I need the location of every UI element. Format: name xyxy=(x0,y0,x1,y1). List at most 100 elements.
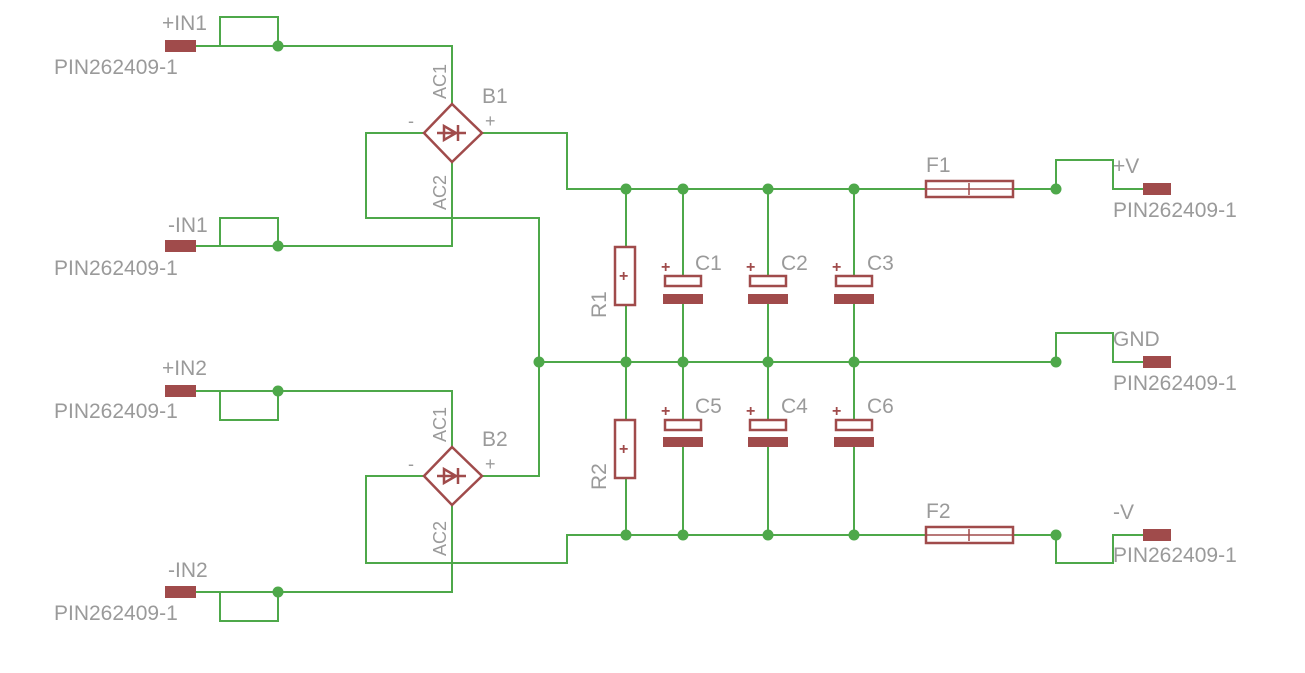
wire-in1-pos-loop xyxy=(195,16,279,47)
connector-out-gnd: GND PIN262409-1 xyxy=(1113,328,1237,395)
connector-part: PIN262409-1 xyxy=(54,56,178,79)
junction-dot xyxy=(272,385,284,397)
connector-label: GND xyxy=(1113,328,1160,351)
junction-dot xyxy=(677,529,689,541)
connector-in1-pos: +IN1 PIN262409-1 xyxy=(54,12,207,79)
capacitor-plate-solid xyxy=(834,437,874,447)
capacitor-c4: + C4 xyxy=(746,395,808,447)
bridge-ac1-terminal: AC1 xyxy=(430,64,450,99)
connector-label: -IN1 xyxy=(168,214,208,237)
junction-dot xyxy=(533,356,545,368)
connector-label: -IN2 xyxy=(168,559,208,582)
junction-dot xyxy=(1050,356,1062,368)
polarity-mark: + xyxy=(832,403,841,420)
polarity-mark: + xyxy=(619,441,628,458)
bridge-minus-terminal: - xyxy=(408,454,414,474)
resistor-body xyxy=(613,418,637,480)
connector-label: -V xyxy=(1113,501,1134,524)
junction-dot xyxy=(762,529,774,541)
connector-part: PIN262409-1 xyxy=(54,602,178,625)
resistor-designator: R2 xyxy=(588,463,611,490)
junction-dot xyxy=(848,356,860,368)
bridge-rectifier-b1: B1 + - AC1 AC2 xyxy=(408,64,508,210)
bridge-ac2-terminal: AC2 xyxy=(430,521,450,556)
connector-part: PIN262409-1 xyxy=(1113,544,1237,567)
connector-part: PIN262409-1 xyxy=(54,400,178,423)
connector-pin-pad xyxy=(165,40,196,52)
capacitor-c6: + C6 xyxy=(832,395,894,447)
wire-f1-out xyxy=(1012,159,1144,190)
capacitor-designator: C4 xyxy=(781,395,808,418)
connector-part: PIN262409-1 xyxy=(1113,199,1237,222)
wire-b1-minus xyxy=(365,132,540,363)
bridge-minus-terminal: - xyxy=(408,111,414,131)
connector-out-pos: +V PIN262409-1 xyxy=(1113,155,1237,222)
polarity-mark: + xyxy=(661,259,670,276)
capacitor-designator: C1 xyxy=(695,252,722,275)
polarity-mark: + xyxy=(619,268,628,285)
connector-pin-pad xyxy=(1143,529,1171,541)
capacitor-designator: C2 xyxy=(781,252,808,275)
junction-dot xyxy=(272,240,284,252)
bridge-ac1-terminal: AC1 xyxy=(430,407,450,442)
fuse-designator: F1 xyxy=(926,154,951,177)
junction-dot xyxy=(620,183,632,195)
capacitor-designator: C5 xyxy=(695,395,722,418)
wire-in2-neg-net xyxy=(219,504,453,593)
resistor-body xyxy=(613,245,637,307)
junction-dot xyxy=(272,586,284,598)
wire-f2-out xyxy=(1012,534,1144,564)
capacitor-plate-solid xyxy=(663,294,703,304)
capacitor-plate-hollow xyxy=(663,274,703,288)
capacitor-c5: + C5 xyxy=(661,395,722,447)
connector-pin-pad xyxy=(165,385,196,397)
bridge-body xyxy=(422,445,484,507)
bridge-designator: B2 xyxy=(482,428,508,451)
junction-dot xyxy=(848,529,860,541)
junction-dot xyxy=(677,356,689,368)
capacitor-plate-solid xyxy=(748,437,788,447)
connector-out-neg: -V PIN262409-1 xyxy=(1113,501,1237,567)
connector-part: PIN262409-1 xyxy=(1113,372,1237,395)
junction-dot xyxy=(677,183,689,195)
junctions xyxy=(272,40,1062,598)
capacitor-c1: + C1 xyxy=(661,252,722,304)
connector-pin-pad xyxy=(1143,356,1171,368)
connector-label: +IN2 xyxy=(162,357,207,380)
bridge-plus-terminal: + xyxy=(485,454,496,474)
fuse-f2: F2 xyxy=(924,500,1015,545)
diode-symbol-icon xyxy=(437,123,466,143)
capacitor-c2: + C2 xyxy=(746,252,808,304)
wire-in2-neg-loop xyxy=(195,591,279,622)
capacitor-plate-hollow xyxy=(834,418,874,432)
resistor-r2: + R2 xyxy=(588,418,637,490)
capacitor-plate-solid xyxy=(834,294,874,304)
wire-b2-plus xyxy=(481,361,540,477)
resistor-r1: + R1 xyxy=(588,245,637,318)
junction-dot xyxy=(762,356,774,368)
connector-label: +IN1 xyxy=(162,12,207,35)
connector-label: +V xyxy=(1113,155,1139,178)
fuse-f1: F1 xyxy=(924,154,1015,199)
junction-dot xyxy=(620,356,632,368)
connector-pin-pad xyxy=(1143,183,1171,195)
capacitor-plate-hollow xyxy=(748,274,788,288)
bridge-body xyxy=(422,102,484,164)
bridge-ac2-terminal: AC2 xyxy=(430,175,450,210)
capacitor-plate-hollow xyxy=(834,274,874,288)
wire-in2-pos-net xyxy=(219,390,453,448)
connector-in2-neg: -IN2 PIN262409-1 xyxy=(54,559,208,625)
junction-dot xyxy=(848,183,860,195)
junction-dot xyxy=(1050,183,1062,195)
connector-in2-pos: +IN2 PIN262409-1 xyxy=(54,357,207,423)
junction-dot xyxy=(762,183,774,195)
wire-in1-neg-net xyxy=(219,161,453,247)
capacitor-plate-hollow xyxy=(748,418,788,432)
wire-b1-plus xyxy=(481,132,627,190)
capacitor-plate-solid xyxy=(748,294,788,304)
junction-dot xyxy=(620,529,632,541)
junction-dot xyxy=(1050,529,1062,541)
wire-in1-pos-net xyxy=(219,45,453,105)
capacitor-plate-hollow xyxy=(663,418,703,432)
